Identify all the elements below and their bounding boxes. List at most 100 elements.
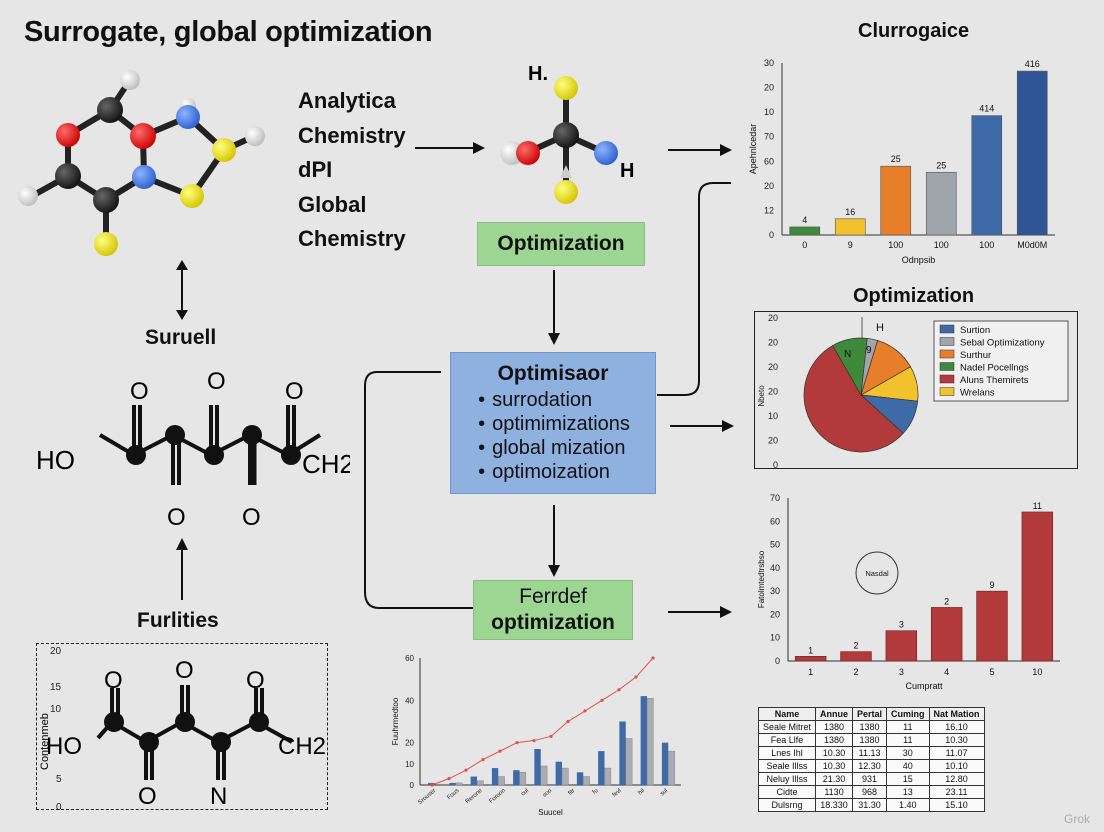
chemistry-list-item: dPI [298, 157, 333, 182]
bar-series-2 [519, 772, 527, 786]
oxygen-label: O [130, 378, 149, 405]
bar-series-2 [498, 776, 505, 786]
right-arrow-icon [415, 142, 485, 154]
optimization-box: Optimization [477, 222, 645, 266]
x-tick-label: 4 [944, 667, 949, 677]
chemistry-list-item: Chemistry [298, 226, 406, 251]
table-cell: Seale Mitret [757, 720, 817, 734]
legend-swatch [939, 362, 955, 371]
oxygen-label: O [242, 504, 261, 531]
legend-swatch [939, 337, 955, 346]
x-tick-label: sul [659, 788, 669, 798]
table-cell: 10.30 [928, 733, 985, 747]
double-arrow-icon [176, 260, 188, 320]
chemistry-list-item: Global [298, 191, 367, 217]
x-tick-label: Srouser [417, 788, 437, 806]
bar-series-1 [598, 751, 605, 785]
structural-formula-1: O O O O O HO CH2 [36, 368, 350, 531]
x-tick-label: 100 [888, 240, 903, 250]
oxygen-label: O [175, 657, 194, 684]
oxygen-label: O [285, 378, 304, 405]
up-arrow-icon [176, 538, 188, 600]
trend-point [532, 738, 536, 743]
y-tick-label: 20 [768, 313, 778, 323]
table-cell: 1.40 [886, 798, 930, 812]
legend-swatch [939, 374, 955, 384]
bar-series-2 [668, 750, 675, 786]
chemistry-list-item: Analytica [298, 88, 396, 113]
legend-label: Wrelans [960, 388, 995, 399]
bar-series-2 [455, 782, 463, 786]
trend-point [600, 698, 604, 702]
x-tick-label: fitr [567, 788, 576, 797]
bar-data-label: 416 [1025, 59, 1040, 69]
bar-series-1 [576, 772, 584, 785]
molecule-small-model: H. H [500, 63, 634, 204]
legend-box [933, 320, 1069, 402]
page-title: Surrogate, global optimization [24, 16, 433, 48]
trend-point [447, 777, 451, 781]
y-tick-label: 20 [768, 338, 778, 348]
trend-point [515, 741, 519, 745]
right-arrow-icon [668, 144, 732, 156]
table-cell: 30 [886, 746, 930, 760]
x-axis-label: Cumpratt [905, 681, 943, 691]
bar [840, 651, 872, 662]
x-tick-label: 9 [848, 240, 853, 250]
oxygen-label: O [167, 504, 186, 531]
bar [834, 218, 866, 236]
bar-series-2 [476, 780, 484, 786]
y-tick-label: 40 [405, 696, 414, 705]
axis-tick: 10 [50, 704, 62, 715]
table-cell: Cidte [757, 785, 817, 799]
trend-point [549, 734, 553, 738]
bar-series-2 [604, 767, 612, 786]
bar-series-1 [555, 761, 562, 785]
right-arrow-icon [668, 606, 732, 618]
bar-data-label: 414 [979, 104, 994, 114]
y-axis-label: Apehnlcedar [748, 124, 758, 175]
optimisaor-box: Optimisaor surrodation optimimizations g… [450, 352, 656, 494]
table-cell: 12.30 [852, 759, 888, 773]
oxygen-label: O [246, 667, 265, 694]
y-tick-label: 20 [768, 362, 778, 372]
table-cell: 31.30 [852, 798, 888, 812]
methyl-label: CH2 [278, 733, 326, 760]
legend-label: Surthur [960, 350, 991, 361]
x-tick-label: fu [592, 788, 600, 796]
y-tick-label: 50 [770, 540, 780, 550]
axis-tick: 0 [56, 802, 62, 813]
x-tick-label: 10 [1032, 667, 1042, 677]
right-arrow-icon [670, 420, 734, 432]
bar [1016, 70, 1048, 236]
hydrogen-label: H. [528, 63, 548, 85]
trend-point [651, 656, 655, 660]
bar-series-1 [470, 776, 477, 785]
trend-point [498, 749, 502, 753]
bar-series-2 [540, 765, 548, 786]
table-cell: 21.30 [815, 772, 854, 786]
molecule-ring-model [18, 70, 265, 256]
table-cell: 1380 [852, 733, 888, 747]
down-arrow-icon [548, 270, 560, 345]
y-tick-label: 60 [764, 156, 774, 166]
bar [794, 656, 827, 662]
y-tick-label: 20 [770, 609, 780, 619]
legend-label: Nadel Pocellngs [960, 363, 1029, 374]
table-cell: Fea Llfe [757, 733, 817, 747]
trend-point [634, 675, 638, 679]
bar-series-1 [513, 770, 520, 785]
table-cell: 11.13 [852, 746, 888, 760]
y-tick-label: 20 [764, 181, 774, 191]
optimisaor-item: optimimizations [478, 412, 630, 436]
bar [930, 607, 963, 662]
slice-label: N [844, 349, 851, 360]
x-tick-label: 100 [934, 240, 949, 250]
legend-swatch [939, 349, 955, 359]
label-suruell: Suruell [145, 326, 217, 349]
table-cell: 10.30 [815, 746, 854, 760]
table-cell: 18.330 [815, 798, 854, 812]
